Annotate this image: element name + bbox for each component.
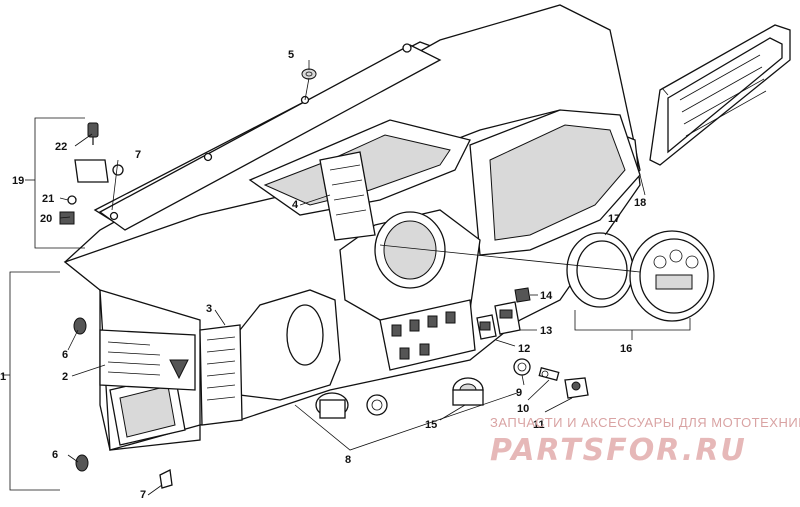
screw-part-7-lower [159, 469, 173, 489]
outlet-nut-part [366, 394, 388, 416]
grommet-part-6-upper [73, 317, 87, 335]
watermark-logo: PARTSFOR.RU [490, 433, 747, 468]
nut-part-21 [67, 195, 77, 205]
callout-1: 1 [0, 371, 6, 383]
decal-part-3 [199, 324, 243, 426]
key-part-22 [87, 122, 99, 145]
callout-labels: 1 2 3 4 5 6 6 7 7 8 9 10 11 12 13 14 15 … [0, 49, 646, 501]
callout-3: 3 [206, 303, 212, 315]
callout-12: 12 [518, 343, 530, 355]
bracket-part-19 [74, 159, 109, 183]
callout-21: 21 [42, 193, 54, 205]
callout-11: 11 [533, 419, 545, 431]
callout-7-lower: 7 [140, 489, 146, 501]
switch-part-12 [476, 314, 497, 340]
callout-6-upper: 6 [62, 349, 68, 361]
glove-box-door-part-18 [649, 24, 791, 166]
watermark-tagline: ЗАПЧАСТИ И АКСЕССУАРЫ ДЛЯ МОТОТЕХНИКИ [490, 415, 800, 430]
callout-9: 9 [516, 387, 522, 399]
key-switch-part-10 [538, 367, 560, 381]
callout-13: 13 [540, 325, 552, 337]
gauge-bezel-part-17 [566, 232, 634, 308]
callout-8: 8 [345, 454, 351, 466]
callout-20: 20 [40, 213, 52, 225]
callout-15: 15 [425, 419, 437, 431]
decal-part-4 [319, 151, 376, 241]
fastener-part-5 [301, 68, 317, 80]
callout-5: 5 [288, 49, 294, 61]
decal-part-2 [99, 329, 196, 391]
power-outlet-part-15 [452, 377, 484, 406]
leader-lines [2, 60, 691, 496]
callout-4: 4 [292, 199, 299, 211]
callout-14: 14 [540, 290, 553, 302]
outlet-housing-part [315, 392, 349, 419]
callout-2: 2 [62, 371, 68, 383]
switch-part-13 [494, 301, 521, 335]
nut-part-9 [513, 358, 531, 376]
clip-part-7-upper [112, 164, 124, 176]
switch-part-14 [514, 287, 531, 303]
callout-6-lower: 6 [52, 449, 58, 461]
switch-knob-part-11 [564, 377, 589, 399]
callout-10: 10 [517, 403, 529, 415]
callout-22: 22 [55, 141, 67, 153]
callout-18: 18 [634, 197, 646, 209]
callout-19: 19 [12, 175, 24, 187]
grommet-part-6-lower [75, 454, 89, 472]
watermark: ЗАПЧАСТИ И АКСЕССУАРЫ ДЛЯ МОТОТЕХНИКИ PA… [490, 415, 800, 468]
callout-7-upper: 7 [135, 149, 141, 161]
callout-17: 17 [608, 213, 620, 225]
callout-16: 16 [620, 343, 632, 355]
gauge-part-16 [629, 230, 715, 322]
